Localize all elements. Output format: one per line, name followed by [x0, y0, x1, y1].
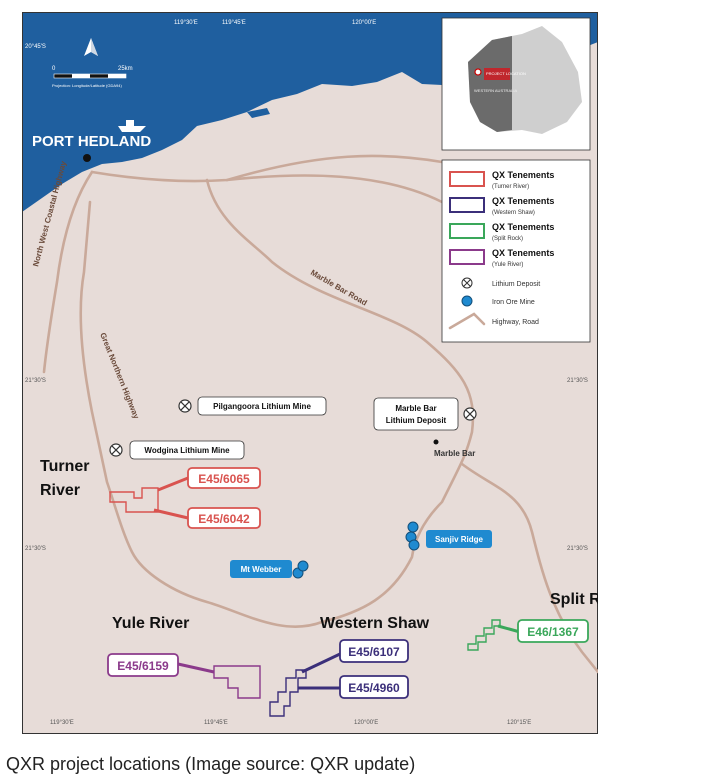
label-mt-webber: Mt Webber	[241, 565, 282, 574]
legend-swatch-yule-river	[449, 249, 485, 265]
project-label-western-shaw: Western Shaw	[320, 615, 430, 632]
legend-qx-4: QX Tenements	[492, 248, 554, 258]
legend-highway-road: Highway, Road	[492, 319, 539, 326]
scale-distance: 25km	[118, 66, 133, 72]
project-label-turner-2: River	[40, 482, 80, 499]
label-pilgangoora: Pilgangoora Lithium Mine	[213, 402, 311, 411]
marble-bar-marker	[433, 439, 439, 445]
lithium-icon-marble-bar	[463, 407, 477, 421]
legend-qx-1: QX Tenements	[492, 170, 554, 180]
leader-e45-6159	[177, 662, 215, 674]
label-box-pilgangoora	[197, 396, 327, 416]
tick-top-1: 119°30'E	[174, 20, 198, 26]
figure-caption: QXR project locations (Image source: QXR…	[6, 754, 416, 774]
tick-left-2: 21°30'S	[25, 378, 46, 384]
legend-yule-river: (Yule River)	[492, 262, 523, 268]
port-hedland-label: PORT HEDLAND	[32, 133, 151, 150]
tenement-label-e45-6107: E45/6107	[348, 645, 400, 659]
label-sanjiv-ridge: Sanjiv Ridge	[435, 535, 484, 544]
project-location-map: 119°30'E 119°45'E 120°00'E 20°45'S 21°30…	[22, 12, 598, 734]
label-box-mt-webber	[230, 560, 292, 578]
project-label-split-rock: Split Rock	[550, 591, 598, 608]
legend-road-icon	[448, 312, 486, 330]
iron-ore-icon-sanjiv-1	[407, 521, 419, 533]
lithium-icon-wodgina	[109, 443, 123, 457]
label-marble-bar-deposit-line2: Lithium Deposit	[386, 416, 447, 425]
tenement-turner-river	[109, 487, 159, 513]
tick-top-2: 119°45'E	[222, 20, 246, 26]
tick-left-3: 21°30'S	[25, 546, 46, 552]
legend-iron-ore-icon	[461, 295, 473, 307]
tick-right-1: 21°30'S	[567, 378, 588, 384]
ship-icon	[118, 120, 146, 132]
iron-ore-icon-mt-webber-2	[297, 560, 309, 572]
map-frame	[22, 12, 598, 734]
inset-map: PROJECT LOCATION WESTERN AUSTRALIA	[441, 17, 591, 151]
road-network	[42, 154, 598, 674]
project-label-turner-1: Turner	[40, 458, 89, 475]
label-marble-bar-deposit-line1: Marble Bar	[395, 404, 436, 413]
legend-iron-ore-mine: Iron Ore Mine	[492, 299, 535, 306]
legend-swatch-western-shaw	[449, 197, 485, 213]
legend-swatch-split-rock	[449, 223, 485, 239]
tenement-label-e45-6159: E45/6159	[117, 659, 169, 673]
tenement-box-e46-1367	[517, 619, 589, 643]
iron-ore-icon-sanjiv-3	[408, 539, 420, 551]
tick-bottom-4: 120°15'E	[507, 720, 531, 726]
tick-right-2: 21°30'S	[567, 546, 588, 552]
tenement-box-e45-4960	[339, 675, 409, 699]
tenement-box-e45-6065	[187, 467, 261, 489]
tenement-yule-river	[213, 665, 261, 699]
legend-split-rock: (Split Rock)	[492, 236, 523, 242]
leader-e45-6107	[301, 652, 341, 674]
map-legend: QX Tenements (Turner River) QX Tenements…	[441, 159, 591, 343]
scale-projection: Projection: Longitude/Latitude (GDA94)	[52, 83, 122, 88]
leader-e45-6065	[157, 476, 189, 492]
legend-turner-river: (Turner River)	[492, 184, 529, 190]
legend-qx-2: QX Tenements	[492, 196, 554, 206]
inset-project-location: PROJECT LOCATION	[486, 71, 526, 76]
label-box-marble-bar-deposit	[373, 397, 459, 431]
scale-bar: 0 25km Projection: Longitude/Latitude (G…	[52, 66, 133, 88]
tick-bottom-3: 120°00'E	[354, 720, 378, 726]
tick-left-1: 20°45'S	[25, 44, 46, 50]
coastal-islands	[247, 108, 270, 118]
lithium-icon-pilgangoora	[178, 399, 192, 413]
inset-state: WESTERN AUSTRALIA	[474, 88, 517, 93]
tick-top-3: 120°00'E	[352, 20, 376, 26]
marble-bar-town-label: Marble Bar	[434, 449, 475, 458]
scale-zero: 0	[52, 66, 56, 72]
legend-qx-3: QX Tenements	[492, 222, 554, 232]
label-wodgina: Wodgina Lithium Mine	[144, 446, 230, 455]
tenement-label-e45-4960: E45/4960	[348, 681, 400, 695]
label-box-sanjiv-ridge	[426, 530, 492, 548]
label-box-wodgina	[129, 440, 245, 460]
leader-e45-6042	[153, 508, 189, 520]
tick-bottom-2: 119°45'E	[204, 720, 228, 726]
legend-western-shaw: (Western Shaw)	[492, 210, 535, 216]
north-arrow-icon	[84, 38, 98, 56]
tick-bottom-1: 119°30'E	[50, 720, 74, 726]
port-hedland-marker	[83, 154, 91, 162]
legend-lithium-icon	[461, 277, 473, 289]
tenement-label-e45-6042: E45/6042	[198, 512, 250, 526]
project-label-yule-river: Yule River	[112, 615, 189, 632]
tenement-label-e46-1367: E46/1367	[527, 625, 579, 639]
leader-e46-1367	[497, 624, 521, 634]
tenement-box-e45-6107	[339, 639, 409, 663]
tenement-label-e45-6065: E45/6065	[198, 472, 250, 486]
tenement-box-e45-6042	[187, 507, 261, 529]
legend-lithium-deposit: Lithium Deposit	[492, 281, 540, 288]
legend-swatch-turner-river	[449, 171, 485, 187]
